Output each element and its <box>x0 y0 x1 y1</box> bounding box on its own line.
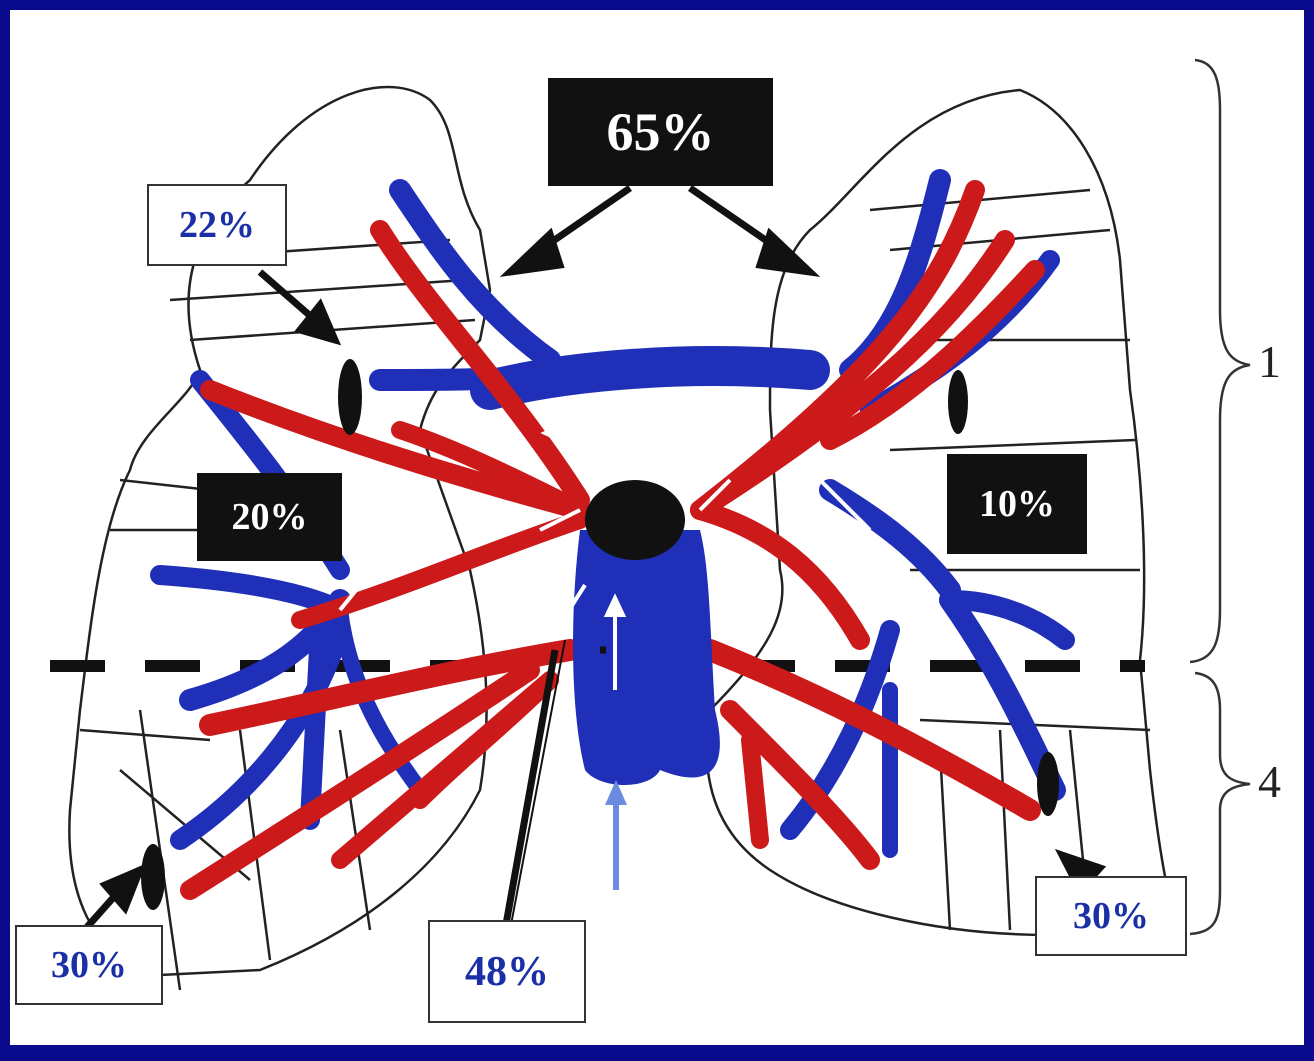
pulmonary-artery-trunk <box>585 480 685 560</box>
label-65-percent: 65% <box>548 78 773 186</box>
blue-up-arrow <box>605 780 627 890</box>
brace-lower <box>1190 673 1250 934</box>
label-10-percent: 10% <box>947 454 1087 554</box>
pulmonary-veins-central <box>573 530 720 785</box>
marker-lower-right <box>1037 752 1059 816</box>
brace-label-upper: 1 <box>1258 335 1281 388</box>
label-48-percent: 48% <box>428 920 586 1023</box>
brace-upper <box>1190 60 1250 662</box>
brace-label-lower: 4 <box>1258 755 1281 808</box>
marker-lower-left <box>141 844 165 910</box>
label-22-percent: 22% <box>147 184 287 266</box>
diagram-canvas: 65% 22% 20% 10% 30% 48% 30% 1 4 <box>10 10 1304 1045</box>
label-30-percent-left: 30% <box>15 925 163 1005</box>
marker-upper-left <box>338 359 362 435</box>
label-30-percent-right: 30% <box>1035 876 1187 956</box>
label-20-percent: 20% <box>197 473 342 561</box>
marker-upper-right <box>948 370 968 434</box>
central-vessels <box>573 480 720 785</box>
braces <box>1190 60 1250 934</box>
